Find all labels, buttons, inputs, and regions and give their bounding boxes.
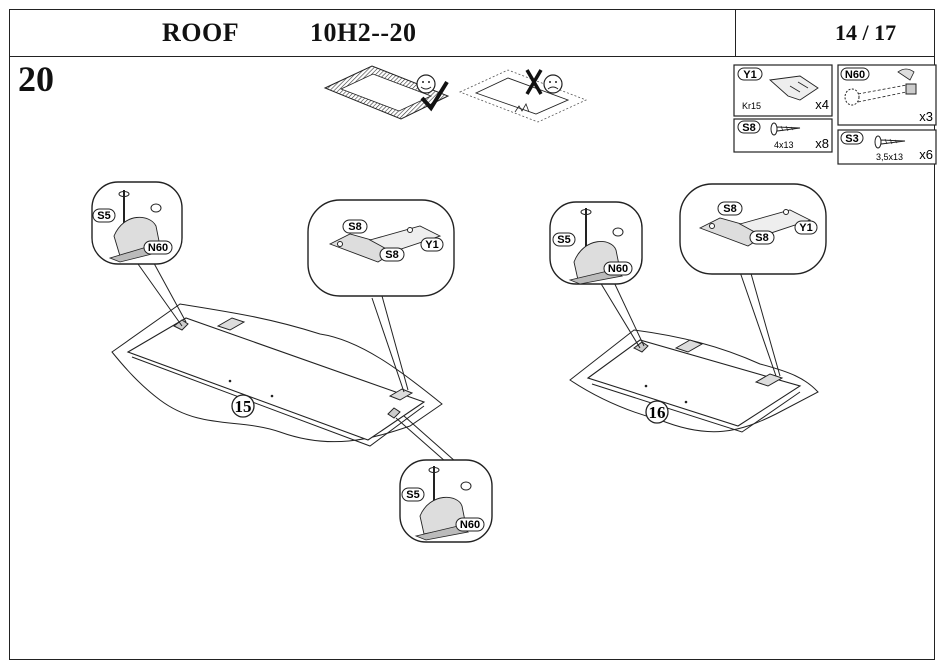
label-s5: S5 — [97, 210, 110, 222]
panel-number-right: 16 — [649, 403, 666, 422]
panel-number-left: 15 — [235, 397, 252, 416]
roof-panel-16 — [569, 269, 819, 433]
label-s8: S8 — [755, 232, 768, 244]
parts-list — [733, 64, 937, 165]
product-name: ROOF — [162, 18, 240, 47]
product-code: 10H2--20 — [310, 18, 417, 47]
part-id-y1: Y1 — [743, 69, 756, 81]
part-qty-y1: x4 — [815, 97, 829, 112]
roof-panel-15 — [111, 255, 457, 463]
header-vertical-divider — [735, 9, 736, 56]
part-qty-n60: x3 — [919, 109, 933, 124]
callout-label-pills — [92, 201, 818, 532]
part-note-s3: 3,5x13 — [876, 152, 903, 162]
label-s8: S8 — [385, 249, 398, 261]
label-s5: S5 — [557, 234, 570, 246]
label-y1: Y1 — [425, 239, 438, 251]
part-qty-s3: x6 — [919, 147, 933, 162]
part-id-s8: S8 — [742, 122, 755, 134]
label-n60: N60 — [608, 263, 628, 275]
instruction-sheet-border — [9, 9, 935, 660]
part-id-n60: N60 — [845, 69, 865, 81]
part-note-y1: Kr15 — [742, 101, 761, 111]
label-y1: Y1 — [799, 222, 812, 234]
bad-surface-icon — [458, 69, 588, 123]
label-s8: S8 — [723, 203, 736, 215]
label-n60: N60 — [148, 242, 168, 254]
label-s8: S8 — [348, 221, 361, 233]
part-note-s8: 4x13 — [774, 140, 794, 150]
good-surface-icon — [323, 65, 450, 120]
step-number: 20 — [18, 59, 54, 99]
header-divider — [9, 56, 935, 57]
label-s5: S5 — [406, 489, 419, 501]
label-n60: N60 — [460, 519, 480, 531]
page-number: 14 / 17 — [835, 20, 897, 45]
part-qty-s8: x8 — [815, 136, 829, 151]
part-id-s3: S3 — [845, 133, 858, 145]
